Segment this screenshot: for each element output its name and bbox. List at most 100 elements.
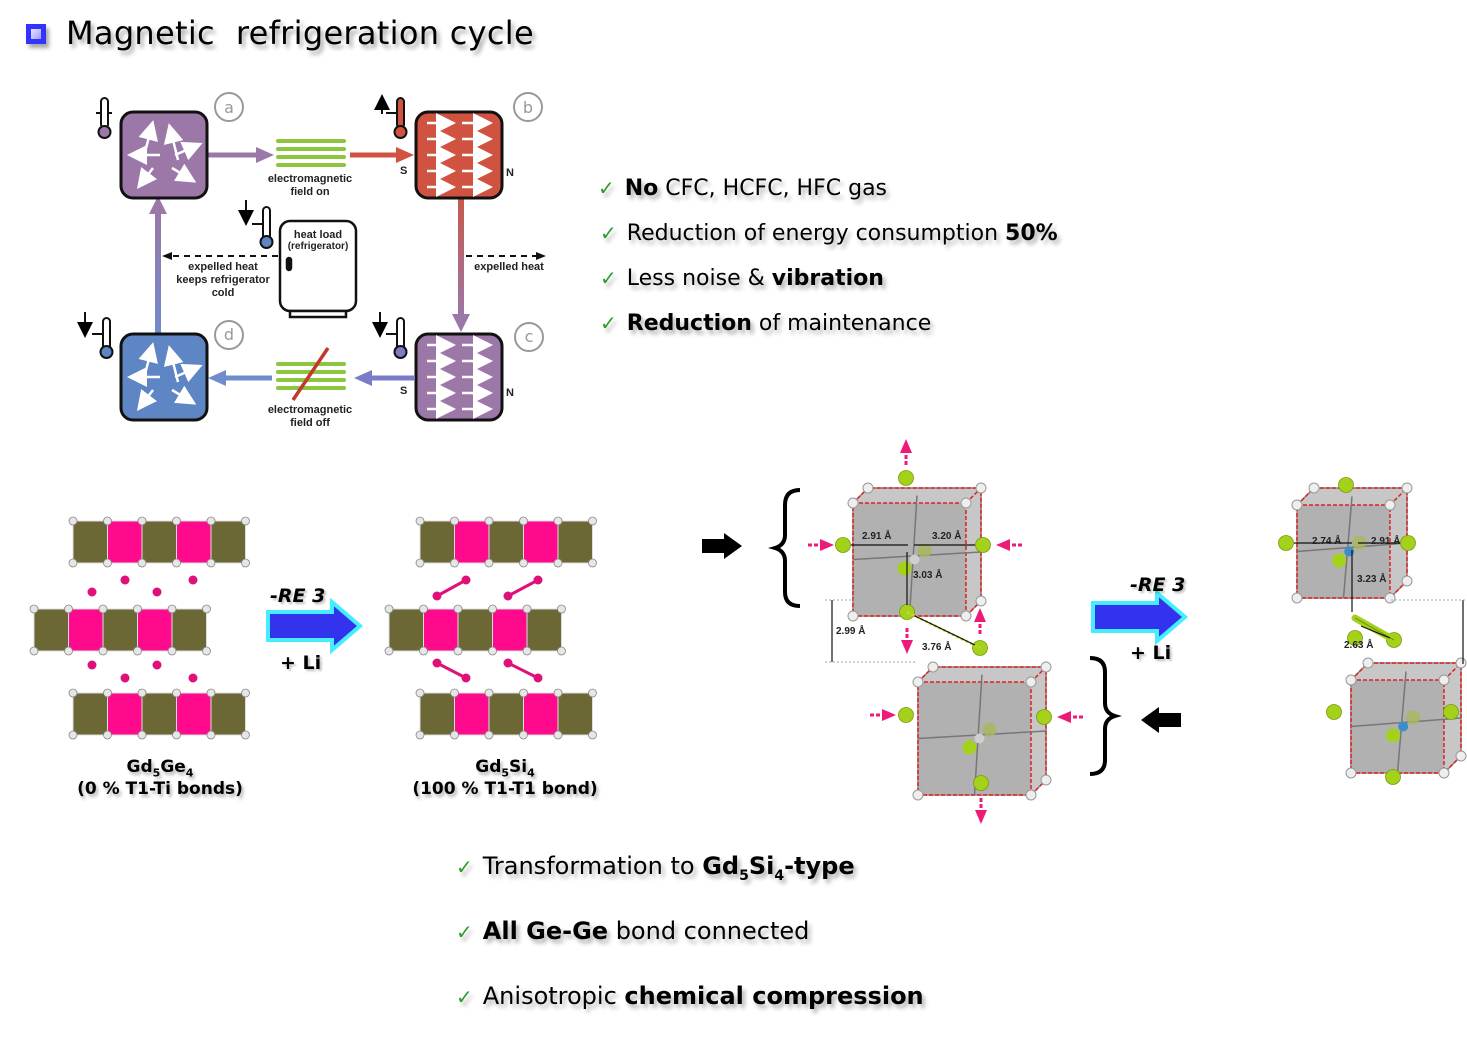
corner-atom [1401,482,1413,494]
compression-arrow-icon [996,539,1022,551]
stage-c-label-circle [514,322,544,352]
thermometer-down-icon-c [372,312,408,359]
compound-caption-gd5ge4: Gd5Ge4 (0 % T1-Ti bonds) [77,757,243,800]
atom-node [241,516,250,526]
pole-s-c: S [400,385,408,397]
atom-node [450,730,459,740]
atom-node [133,604,142,614]
atom-node [98,646,108,656]
atom-node [103,688,112,698]
slab-cell [423,608,459,652]
isolated-atom [87,587,97,597]
corner-atom [1384,499,1396,511]
corner-atom [1040,774,1052,786]
unit-cell-before-bottom [912,661,1052,801]
corner-atom [1362,657,1374,669]
advantage-item: ✓No CFC, HCFC, HFC gas [598,176,888,201]
distance-label: 2.91 Å [1371,536,1401,547]
atom-node [484,730,494,740]
stage-b-label: b [522,98,534,117]
isolated-atom [152,587,162,597]
ge-atom [897,561,912,576]
ge-atom [1036,709,1052,725]
corner-atom [960,610,972,622]
center-atom [1344,546,1355,557]
corner-atom [975,482,987,494]
corner-atom [1384,592,1396,604]
unit-cell-after-bottom [1345,657,1467,779]
cycle-arrow-field-to-d [208,370,272,386]
field-on-coil [276,139,346,167]
thermometer-icon-a [96,97,112,139]
slab-cell [488,520,524,564]
refrigerator-icon [278,219,358,319]
atom-node [419,604,428,614]
distance-label: 2.74 Å [1312,536,1342,547]
isolated-atom [152,660,162,670]
slab-cell [137,608,173,652]
atom-node [103,558,112,568]
atom-node [137,688,147,698]
expelled-heat-left-arrow [162,252,278,260]
atom-node [241,558,250,568]
atom-node [167,604,177,614]
corner-atom [1025,676,1037,688]
heat-load-label: heat load (refrigerator) [287,229,349,252]
distance-label: 3.03 Å [913,570,943,581]
atom-node [484,558,494,568]
ge-atom [1278,535,1294,551]
unit-cell-before-top [847,482,987,622]
atom-node [588,688,597,698]
ge-atom [973,775,989,791]
square-bullet-icon [26,24,46,44]
isolated-atom [188,575,198,585]
brace-right [1089,656,1122,776]
atom-node [484,688,494,698]
checkmark-icon: ✓ [600,266,617,290]
atom-node [172,688,181,698]
atom-node [133,646,142,656]
distance-label: 3.23 Å [1357,574,1387,585]
reaction-arrow-right [1091,588,1189,646]
slab-cell [210,520,246,564]
conclusion-item: ✓Anisotropic chemical compression [456,982,924,1010]
cycle-arrow-c-to-field [354,370,414,386]
atom-node [68,558,78,568]
atom-node [167,646,177,656]
field-off-label: electromagnetic field off [267,404,353,429]
distance-arrow [914,615,976,646]
corner-atom [1291,592,1303,604]
slab-cell [523,520,559,564]
slab-cell [454,692,490,736]
atom-node [68,688,78,698]
checkmark-icon: ✓ [600,221,617,245]
atom-node [519,558,528,568]
atom-node [103,516,112,526]
reaction-label-bottom-right: + Li [1130,642,1172,664]
atom-node [64,646,73,656]
reaction-label-top-right: -RE 3 [1130,574,1186,596]
checkmark-icon: ✓ [456,855,473,879]
center-atom [1398,721,1409,732]
compression-arrow-icon [975,798,987,824]
atom-node [488,604,497,614]
atom-node [384,646,394,656]
slab-layer [415,688,597,740]
atom-node [553,688,563,698]
atom-node [488,646,497,656]
atom-node [453,604,463,614]
atom-node [384,604,394,614]
atom-node [557,604,566,614]
corner-atom [1345,767,1357,779]
slab-cell [526,608,562,652]
slab-cell [388,608,424,652]
slab-cell [457,608,493,652]
atom-node [64,604,73,614]
slab-cell [523,692,559,736]
slab-cell [33,608,69,652]
ge-atom [1385,769,1401,785]
slab-cell [557,692,593,736]
ge-atom [1326,704,1342,720]
atom-node [29,604,39,614]
slab-cell [141,692,177,736]
